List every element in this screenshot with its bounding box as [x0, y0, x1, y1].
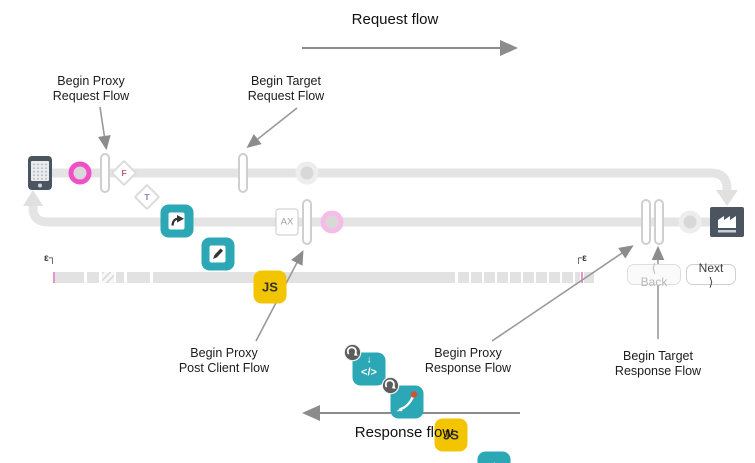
request-flow-track [44, 168, 732, 191]
begin-target-response-flow-marker[interactable] [654, 199, 664, 245]
request-condition-true-node[interactable]: T [133, 183, 161, 211]
target-backend-icon[interactable] [710, 207, 744, 237]
response-flow-row: AX↓</>JS↓{ }TF [0, 147, 755, 463]
route-policy-icon[interactable] [381, 376, 424, 419]
js-label: JS [262, 279, 278, 295]
begin-proxy-response-pointer-arrow [491, 245, 634, 342]
response-flow-track [28, 206, 741, 227]
condition-letter: T [144, 192, 150, 202]
request-flow-label: Request flow [351, 11, 439, 28]
begin-target-request-flow-marker[interactable] [238, 153, 248, 193]
assign-message-policy-icon[interactable] [201, 237, 235, 271]
service-callout-policy-icon[interactable] [160, 204, 194, 238]
code-policy-icon[interactable]: ↓</> [343, 343, 386, 386]
iteration-badge-icon [343, 343, 362, 362]
response-flow-label: Response flow [354, 424, 454, 441]
client-phone-icon[interactable] [27, 155, 53, 191]
response-flow-up-arrowhead [23, 190, 43, 206]
begin-target-request-pointer-arrow [246, 107, 298, 148]
down-arrow-glyph: ↓ [366, 354, 372, 366]
condition-letter: F [121, 168, 127, 178]
begin-proxy-response-flow-marker[interactable] [641, 199, 651, 245]
begin-proxy-post-client-flow-marker[interactable] [302, 199, 312, 245]
request-condition-false-node[interactable]: F [110, 159, 138, 187]
code-label: </> [361, 366, 377, 379]
request-sent-node[interactable] [295, 161, 319, 185]
ax-label: AX [280, 216, 294, 228]
js-label: JS [443, 427, 459, 443]
request-flow-down-arrowhead [716, 190, 738, 206]
extract-variables-policy-icon[interactable]: ↓{ } [477, 451, 511, 463]
target-response-start-node[interactable] [678, 210, 702, 234]
back-button[interactable]: ⟨ Back [627, 261, 681, 289]
proxy-request-start-node[interactable] [68, 161, 92, 185]
client-response-end-node[interactable] [320, 210, 344, 234]
next-button[interactable]: Next ⟩ [686, 261, 736, 289]
braces-label: { } [483, 460, 510, 463]
begin-proxy-request-flow-marker[interactable] [100, 153, 110, 193]
javascript-response-policy-icon[interactable]: JS [434, 418, 468, 452]
javascript-policy-icon[interactable]: JS [253, 270, 287, 304]
analytics-ax-node[interactable]: AX [275, 208, 299, 236]
begin-proxy-request-pointer-arrow [98, 106, 111, 151]
down-arrow-glyph: ↓ [492, 460, 497, 463]
iteration-badge-icon [381, 376, 400, 395]
